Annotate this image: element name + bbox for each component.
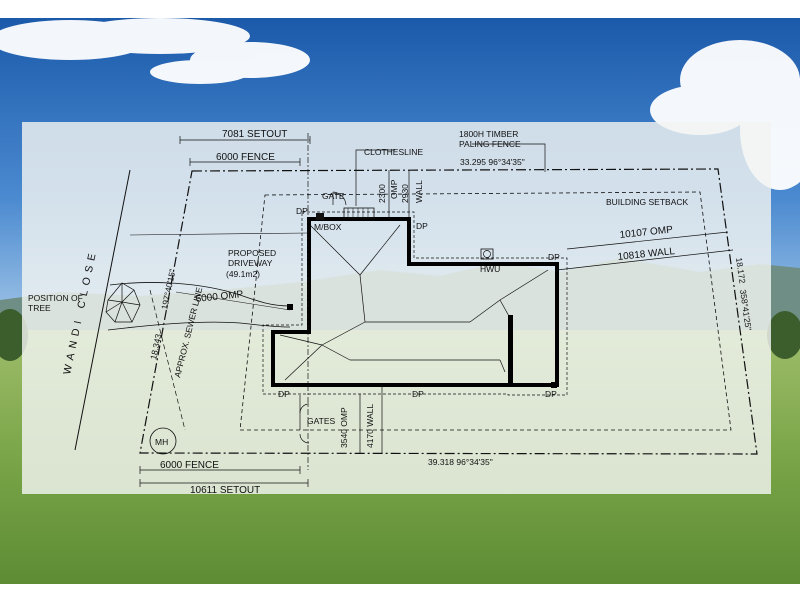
mailbox-marker xyxy=(316,213,324,220)
dim-2930-label: 2930 xyxy=(400,184,410,203)
mbox-label: M/BOX xyxy=(314,222,342,232)
dp-label-1: DP xyxy=(296,206,308,216)
dim-wall-label: WALL xyxy=(414,180,424,203)
clothesline-label: CLOTHESLINE xyxy=(364,147,423,157)
roof-lines xyxy=(279,224,549,381)
driveway xyxy=(107,282,291,331)
bottom-dimension-lines xyxy=(139,466,309,487)
site-plan-drawing xyxy=(74,133,758,487)
dp-label-2: DP xyxy=(416,221,428,231)
dp-label-6: DP xyxy=(545,389,557,399)
timber-fence-leader xyxy=(472,143,546,172)
plan-overlay-panel xyxy=(22,122,771,494)
cloud-left xyxy=(0,18,310,84)
setout-bottom-label: 10611 SETOUT xyxy=(190,485,260,496)
bottom-boundary-label: 39.318 96°34'35" xyxy=(428,457,493,467)
right-boundary-label-1: 18.172 xyxy=(734,257,748,284)
dim-4170-label: 4170 WALL xyxy=(365,404,375,448)
driveway-label-2: DRIVEWAY xyxy=(228,258,273,268)
wall-corner-post xyxy=(287,304,293,310)
driveway-label-3: (49.1m2) xyxy=(226,269,260,279)
dp-label-5: DP xyxy=(412,389,424,399)
bottom-gates xyxy=(299,395,310,444)
timber-fence-label-1: 1800H TIMBER xyxy=(459,129,518,139)
street-kerb-line xyxy=(74,169,131,451)
dim-omp-label: OMP xyxy=(389,179,399,199)
manhole-symbol xyxy=(149,427,177,455)
gate-swing xyxy=(332,191,347,206)
driveway-label-1: PROPOSED xyxy=(228,248,276,258)
property-boundary xyxy=(139,168,758,455)
hwu-label: HWU xyxy=(480,264,500,274)
tree-line xyxy=(0,309,800,361)
fence-top-label: 6000 FENCE xyxy=(216,152,275,163)
sewer-line xyxy=(149,289,186,431)
house-walls xyxy=(271,217,559,387)
hwu-marker xyxy=(480,248,494,260)
right-dimensions xyxy=(556,231,734,271)
dp-label-4: DP xyxy=(278,389,290,399)
fence-bottom-label: 6000 FENCE xyxy=(160,460,219,471)
gates-label: GATES xyxy=(307,416,336,426)
gate-label: GATE xyxy=(322,191,345,201)
dim-3540-label: 3540 OMP xyxy=(339,407,349,448)
building-setback-label: BUILDING SETBACK xyxy=(606,197,689,207)
tree-position-label-2: TREE xyxy=(28,303,51,313)
vertical-dimensions xyxy=(359,170,410,453)
tree-position-label-1: POSITION OF xyxy=(28,293,83,303)
setout-top-label: 7081 SETOUT xyxy=(222,129,287,140)
clothesline-box xyxy=(343,207,375,219)
omp-outline xyxy=(262,211,568,396)
timber-fence-label-2: PALING FENCE xyxy=(459,139,521,149)
tree-symbol xyxy=(105,282,141,323)
clothesline-leader xyxy=(355,149,395,206)
driveway-omp-label: 6000 OMP xyxy=(195,289,244,305)
dp-label-3: DP xyxy=(548,252,560,262)
top-dimension-lines xyxy=(179,133,311,470)
top-boundary-label: 33.295 96°34'35" xyxy=(460,157,525,167)
building-setback-line xyxy=(239,191,732,431)
manhole-label: MH xyxy=(155,437,168,447)
wall-corner-post-right xyxy=(551,382,557,388)
dim-2300-label: 2300 xyxy=(377,184,387,203)
